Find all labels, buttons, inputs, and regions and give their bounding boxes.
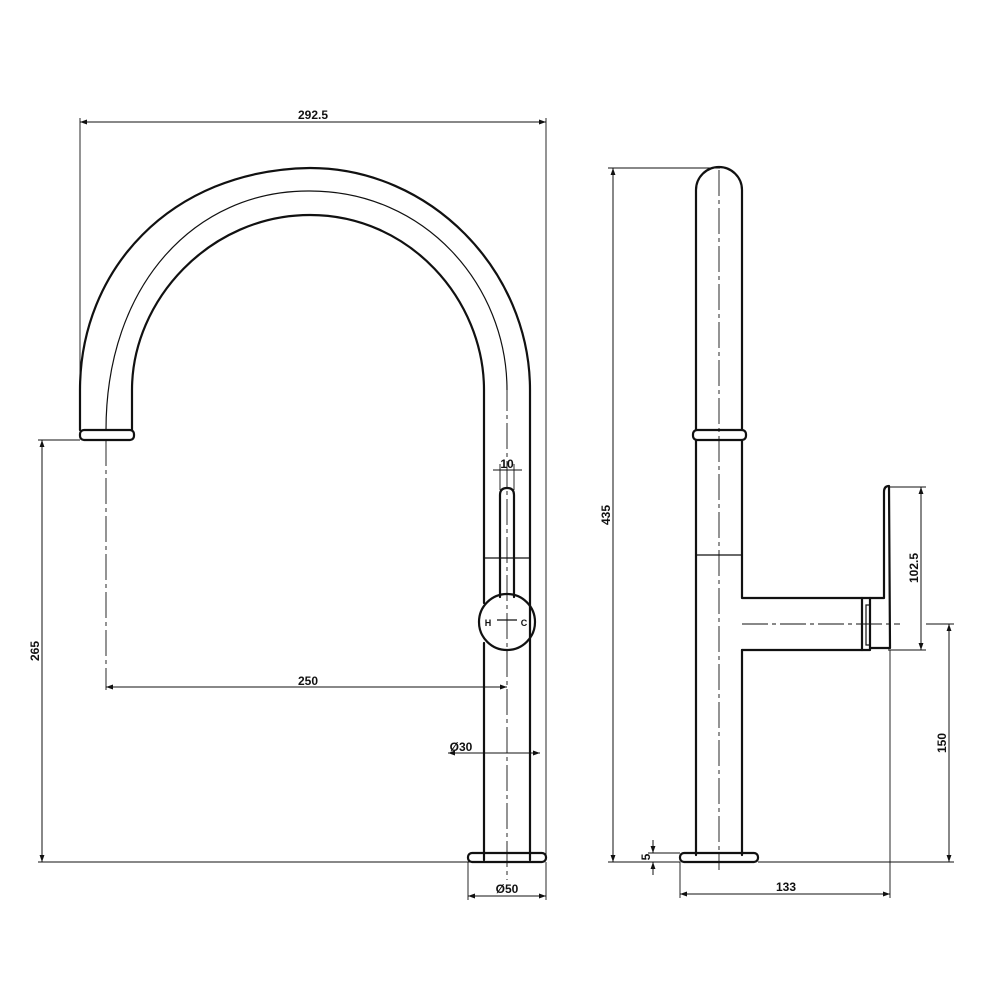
- outlet-height-label: 265: [28, 641, 42, 661]
- side-spout-ring: [691, 428, 748, 442]
- side-view: 435 102.5 150 5 133: [599, 165, 954, 898]
- dim-base-offset: 5: [639, 840, 680, 875]
- handle-length-label: 102.5: [907, 553, 921, 583]
- body-diameter-label: Ø30: [450, 740, 473, 754]
- base-diameter-label: Ø50: [496, 882, 519, 896]
- total-height-label: 435: [599, 505, 613, 525]
- front-view: H C 292.5 10 250 265: [28, 108, 548, 900]
- cold-label: C: [521, 618, 528, 628]
- dim-handle-height: 150: [758, 623, 954, 863]
- dim-projection: 133: [679, 650, 891, 898]
- dim-spout-reach: 250: [106, 674, 507, 690]
- spout-reach-label: 250: [298, 674, 318, 688]
- front-base-plate: [466, 851, 548, 864]
- dim-handle-length: 102.5: [888, 486, 926, 651]
- dim-body-diameter: Ø30: [448, 740, 540, 756]
- dim-overall-width: 292.5: [79, 108, 547, 855]
- dim-base-diameter: Ø50: [467, 862, 547, 900]
- gooseneck-spout: [78, 166, 532, 862]
- hot-label: H: [485, 618, 492, 628]
- side-lever-handle: [860, 484, 892, 652]
- projection-label: 133: [776, 880, 796, 894]
- dim-outlet-height: 265: [28, 439, 470, 863]
- side-body-column: [691, 165, 864, 857]
- lever-handle: H C: [477, 486, 537, 652]
- side-base-plate: [678, 851, 760, 864]
- handle-height-label: 150: [935, 733, 949, 753]
- overall-width-label: 292.5: [298, 108, 328, 122]
- spout-outlet-ring: [78, 428, 136, 442]
- dim-total-height: 435: [599, 167, 720, 863]
- base-offset-label: 5: [639, 853, 653, 860]
- dim-handle-width: 10: [493, 457, 522, 490]
- handle-width-label: 10: [500, 457, 514, 471]
